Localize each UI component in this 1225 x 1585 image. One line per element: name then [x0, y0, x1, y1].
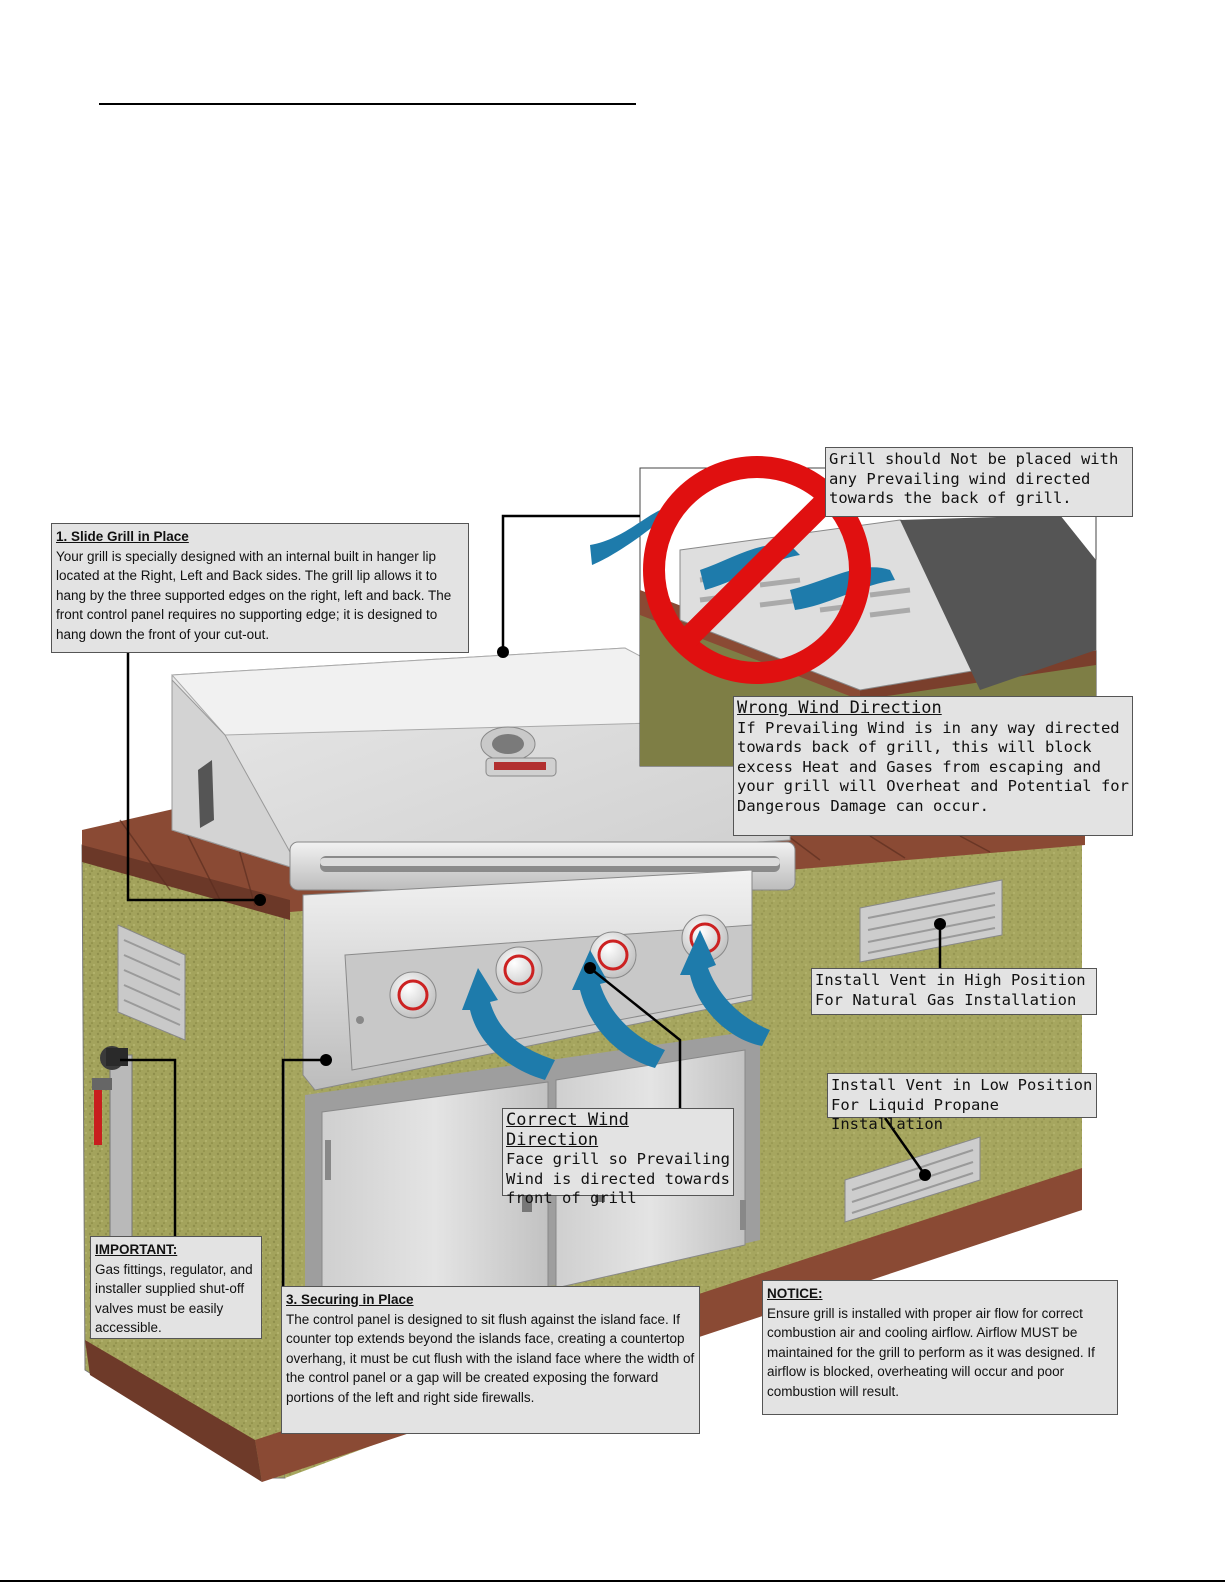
callout-heading: 1. Slide Grill in Place	[56, 529, 189, 544]
callout-notice: NOTICE: Ensure grill is installed with p…	[762, 1280, 1118, 1415]
control-panel	[302, 869, 753, 1091]
callout-body: Install Vent in High Position For Natura…	[815, 971, 1086, 1009]
low-vent	[844, 1136, 981, 1223]
correct-wind-arrows	[462, 930, 770, 1080]
header-rule	[99, 103, 636, 105]
callout-heading: NOTICE:	[767, 1286, 823, 1301]
callout-body: Grill should Not be placed with any Prev…	[829, 450, 1119, 507]
callout-vent-high: Install Vent in High Position For Natura…	[811, 968, 1097, 1015]
callout-securing: 3. Securing in Place The control panel i…	[281, 1286, 700, 1434]
callout-body: Gas fittings, regulator, and installer s…	[95, 1261, 253, 1336]
grill-lid	[170, 647, 796, 891]
callout-heading: 3. Securing in Place	[286, 1292, 414, 1307]
callout-heading: Wrong Wind Direction	[737, 698, 942, 718]
leader-dots	[254, 646, 946, 1181]
callout-back-wind-warning: Grill should Not be placed with any Prev…	[825, 447, 1133, 517]
callout-body: Your grill is specially designed with an…	[56, 548, 452, 642]
callout-body: Install Vent in Low Position For Liquid …	[831, 1076, 1093, 1133]
prohibit-icon	[643, 456, 871, 684]
callout-correct-wind: Correct Wind Direction Face grill so Pre…	[502, 1108, 734, 1207]
callout-heading: Correct Wind Direction	[506, 1110, 629, 1150]
footer-rule	[0, 1580, 1225, 1582]
callout-slide-grill: 1. Slide Grill in Place Your grill is sp…	[51, 523, 469, 653]
callout-wrong-wind: Wrong Wind Direction If Prevailing Wind …	[733, 696, 1133, 836]
callout-body: If Prevailing Wind is in any way directe…	[737, 718, 1129, 815]
callout-body: The control panel is designed to sit flu…	[286, 1311, 695, 1405]
callout-important: IMPORTANT: Gas fittings, regulator, and …	[90, 1236, 262, 1339]
callout-vent-low: Install Vent in Low Position For Liquid …	[827, 1073, 1097, 1133]
high-vent	[859, 879, 1003, 963]
callout-heading: IMPORTANT:	[95, 1242, 178, 1257]
callout-body: Ensure grill is installed with proper ai…	[767, 1305, 1095, 1399]
callout-body: Face grill so Prevailing Wind is directe…	[506, 1150, 730, 1207]
leader-lines	[120, 514, 942, 1290]
